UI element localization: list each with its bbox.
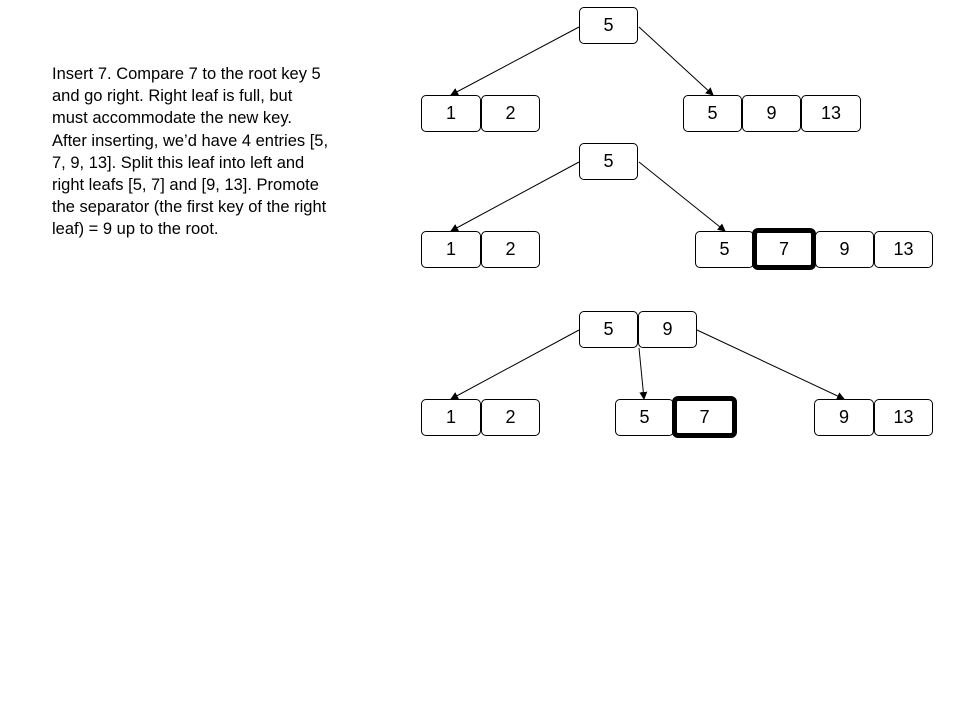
step2-inserted-key: 7 xyxy=(752,228,816,270)
step2-leaf2-key: 5 xyxy=(695,231,754,268)
edge-step3-root-middle xyxy=(638,347,648,400)
step2-leaf1-key: 1 xyxy=(421,231,481,268)
step3-root-key-promoted: 9 xyxy=(638,311,697,348)
step1-leaf1-key: 1 xyxy=(421,95,481,132)
step-description: Insert 7. Compare 7 to the root key 5 an… xyxy=(52,65,329,239)
edge-step3-root-left xyxy=(450,329,580,400)
step3-root-key: 5 xyxy=(579,311,638,348)
step1-root-key: 5 xyxy=(579,7,638,44)
step1-leaf2-key: 9 xyxy=(742,95,801,132)
step3-leaf2-key: 5 xyxy=(615,399,674,436)
step2-leaf2-key: 13 xyxy=(874,231,933,268)
step3-leaf3-key: 13 xyxy=(874,399,933,436)
edge-step1-root-right xyxy=(638,26,714,96)
step2-leaf2-key: 9 xyxy=(815,231,874,268)
edge-step3-root-right xyxy=(696,329,845,400)
step3-inserted-key: 7 xyxy=(672,396,737,438)
step3-leaf1-key: 2 xyxy=(481,399,540,436)
step3-leaf1-key: 1 xyxy=(421,399,481,436)
step1-leaf2-key: 13 xyxy=(801,95,861,132)
step2-leaf1-key: 2 xyxy=(481,231,540,268)
edge-step1-root-left xyxy=(450,26,580,96)
step2-root-key: 5 xyxy=(579,143,638,180)
edge-step2-root-left xyxy=(450,161,580,232)
step3-leaf3-key: 9 xyxy=(814,399,874,436)
edge-step2-root-right xyxy=(638,161,726,232)
step1-leaf2-key: 5 xyxy=(683,95,742,132)
step1-leaf1-key: 2 xyxy=(481,95,540,132)
